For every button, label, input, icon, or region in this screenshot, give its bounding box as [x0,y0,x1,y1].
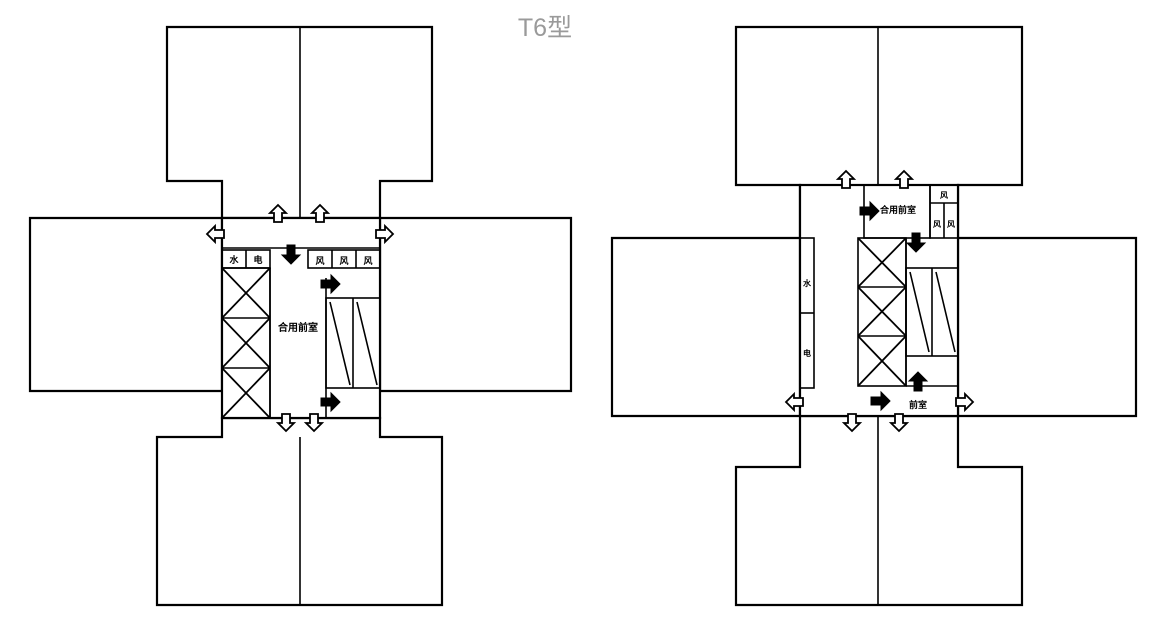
left-lobby-label: 合用前室 [277,321,318,334]
right-stair [905,238,959,387]
right-west-unit [610,236,802,418]
right-lobby-label: 合用前室 [880,204,916,216]
left-shaft-label-a: 水 [229,254,239,266]
right-bottom-unit [734,414,1024,607]
left-utility-closets: 风 风 风 [307,249,381,269]
right-plan: 水 电 合用前室 风 风 风 [610,25,1138,607]
left-plan: 水 电 风 风 风 [28,25,573,607]
left-elevator-bank [221,267,271,419]
svg-text:风: 风 [315,256,324,267]
svg-text:风: 风 [339,256,348,267]
left-stair [325,278,381,418]
svg-text:电: 电 [803,348,811,358]
left-shaft-label-b: 电 [253,254,262,266]
left-east-unit [378,216,573,393]
right-utility-closets: 风 风 风 [929,184,959,239]
left-west-unit [28,216,224,393]
svg-text:水: 水 [802,278,812,288]
svg-text:风: 风 [940,191,948,200]
svg-text:风: 风 [363,256,372,267]
plan-title: T6型 [517,14,573,42]
svg-text:风: 风 [947,220,955,229]
svg-text:风: 风 [933,220,941,229]
right-east-unit [956,236,1138,418]
right-hall-label: 前室 [909,399,927,411]
